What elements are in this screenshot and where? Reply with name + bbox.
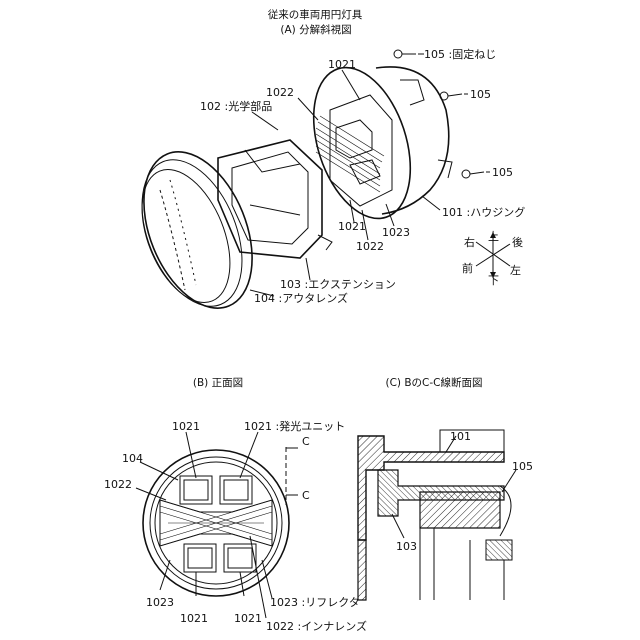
screw-icon bbox=[440, 92, 462, 100]
outer-lens bbox=[122, 136, 273, 324]
label-1022-low: 1022 bbox=[356, 240, 384, 253]
screw-icon bbox=[462, 170, 484, 178]
label-101: 101 bbox=[450, 430, 471, 443]
label-101-housing: 101 :ハウジング bbox=[442, 205, 525, 219]
panel-c-title: (C) BのC-C線断面図 bbox=[385, 376, 482, 389]
direction-front: 前 bbox=[462, 261, 473, 275]
label-104: 104 bbox=[122, 452, 143, 465]
label-1021-low: 1021 bbox=[338, 220, 366, 233]
label-section-c-top: C bbox=[302, 435, 310, 448]
direction-back: 後 bbox=[512, 235, 523, 249]
label-105-b: 105 bbox=[470, 88, 491, 101]
label-1023-reflector: 1023 :リフレクタ bbox=[270, 596, 360, 609]
label-1023: 1023 bbox=[382, 226, 410, 239]
label-1021-tl: 1021 bbox=[172, 420, 200, 433]
label-1023-bl: 1023 bbox=[146, 596, 174, 609]
label-section-c-mid: C bbox=[302, 489, 310, 502]
front-view: 1021 1021 :発光ユニット 104 1022 C C 1023 1021… bbox=[104, 419, 367, 633]
label-102-optical: 102 :光学部品 bbox=[200, 99, 272, 113]
panel-b-title: (B) 正面図 bbox=[193, 377, 243, 389]
figure-title: 従来の車両用円灯具 bbox=[268, 8, 363, 21]
screw-section bbox=[420, 492, 500, 528]
housing bbox=[296, 55, 452, 231]
extension bbox=[218, 140, 332, 258]
label-1022-top: 1022 bbox=[266, 86, 294, 99]
label-1021-top: 1021 bbox=[328, 58, 356, 71]
section-view: 101 105 103 bbox=[358, 430, 533, 600]
label-1022: 1022 bbox=[104, 478, 132, 491]
inner-lens-fins bbox=[316, 116, 384, 192]
panel-a-title: (A) 分解斜視図 bbox=[280, 23, 351, 36]
direction-down: 下 bbox=[488, 274, 499, 287]
inner-lens-band bbox=[160, 500, 272, 546]
label-104-outer-lens: 104 :アウタレンズ bbox=[254, 291, 348, 305]
label-103: 103 bbox=[396, 540, 417, 553]
label-103-extension: 103 :エクステンション bbox=[280, 278, 396, 291]
label-1021-light-unit: 1021 :発光ユニット bbox=[244, 419, 345, 433]
direction-up: 上 bbox=[488, 230, 499, 243]
screw-icon bbox=[394, 50, 416, 58]
direction-left: 左 bbox=[510, 264, 521, 277]
direction-right: 右 bbox=[464, 235, 475, 249]
label-1021-br: 1021 bbox=[234, 612, 262, 625]
label-105-fixing-screw: 105 :固定ねじ bbox=[424, 47, 496, 61]
label-1022-inner-lens: 1022 :インナレンズ bbox=[266, 619, 367, 633]
direction-compass: 上 下 右 左 前 後 bbox=[462, 230, 523, 287]
label-105: 105 bbox=[512, 460, 533, 473]
label-1021-bl: 1021 bbox=[180, 612, 208, 625]
label-105-c: 105 bbox=[492, 166, 513, 179]
exploded-view: 105 :固定ねじ 105 105 1021 1022 102 :光学部品 10… bbox=[122, 47, 525, 324]
